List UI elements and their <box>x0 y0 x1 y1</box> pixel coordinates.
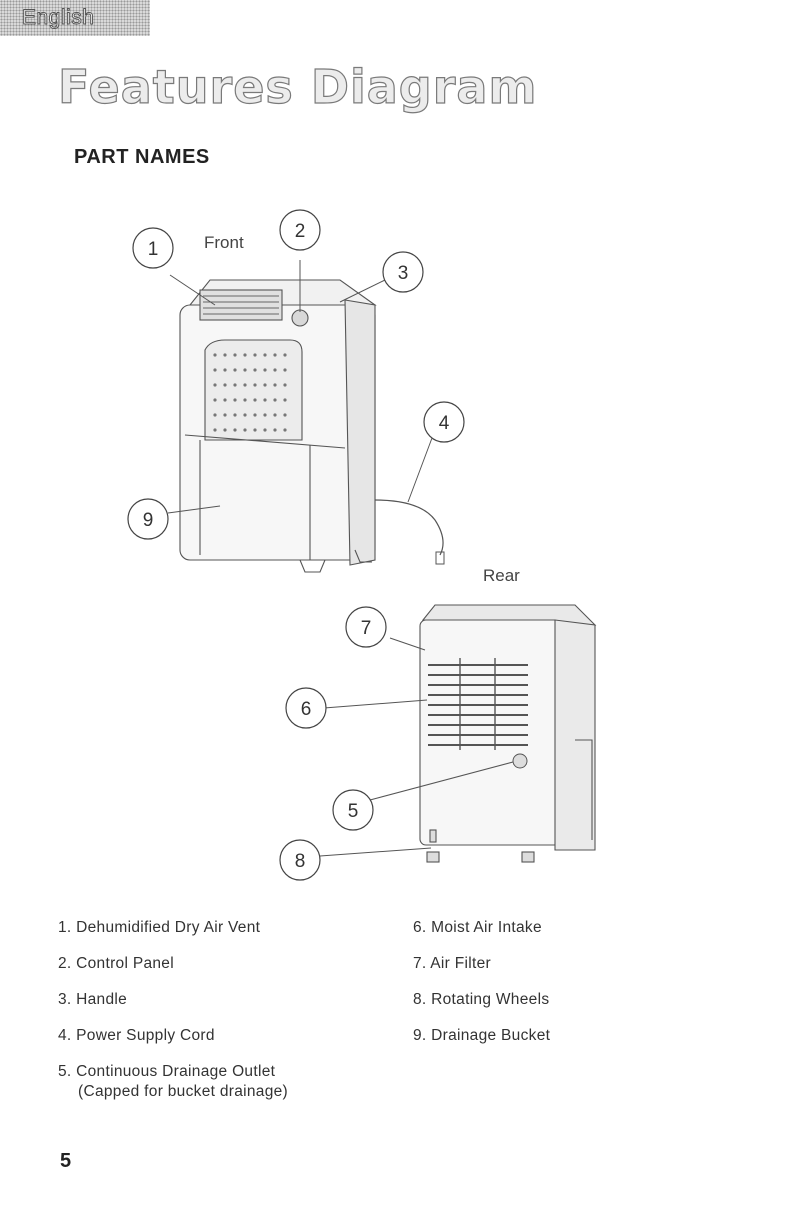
callout-3: 3 <box>398 263 409 284</box>
part-label: Continuous Drainage Outlet <box>76 1063 275 1080</box>
part-label: Dehumidified Dry Air Vent <box>76 919 260 936</box>
part-label: Power Supply Cord <box>76 1027 215 1044</box>
drain-outlet <box>513 754 527 768</box>
part-item-5: 5. Continuous Drainage Outlet(Capped for… <box>58 1062 288 1098</box>
callout-4: 4 <box>439 413 450 434</box>
part-item-2: 2. Control Panel <box>58 954 288 990</box>
callout-7: 7 <box>361 618 372 639</box>
language-tab-label: English <box>22 6 94 30</box>
callout-9: 9 <box>143 510 154 531</box>
callout-5: 5 <box>348 801 359 822</box>
callout-2: 2 <box>295 221 306 242</box>
parts-list-left: 1. Dehumidified Dry Air Vent 2. Control … <box>58 918 288 1098</box>
rear-view-label: Rear <box>483 566 520 585</box>
page-title: Features Diagram <box>58 60 537 114</box>
part-item-3: 3. Handle <box>58 990 288 1026</box>
language-tab: English <box>0 0 150 36</box>
part-item-6: 6. Moist Air Intake <box>413 918 550 954</box>
power-cord <box>375 500 443 555</box>
part-item-1: 1. Dehumidified Dry Air Vent <box>58 918 288 954</box>
callout-1: 1 <box>148 239 159 260</box>
part-note: (Capped for bucket drainage) <box>58 1082 288 1102</box>
parts-list-right: 6. Moist Air Intake 7. Air Filter 8. Rot… <box>413 918 550 1062</box>
part-label: Handle <box>76 991 127 1008</box>
part-item-9: 9. Drainage Bucket <box>413 1026 550 1062</box>
rear-unit-illustration <box>420 605 595 862</box>
page-number: 5 <box>60 1150 71 1173</box>
part-item-4: 4. Power Supply Cord <box>58 1026 288 1062</box>
features-diagram: 1 2 3 4 5 6 7 8 9 Front Rear <box>0 180 793 900</box>
part-label: Air Filter <box>430 955 491 972</box>
part-label: Moist Air Intake <box>431 919 542 936</box>
front-view-label: Front <box>204 233 244 252</box>
callout-8: 8 <box>295 851 306 872</box>
part-label: Drainage Bucket <box>431 1027 550 1044</box>
part-item-8: 8. Rotating Wheels <box>413 990 550 1026</box>
part-label: Control Panel <box>76 955 174 972</box>
part-label: Rotating Wheels <box>431 991 549 1008</box>
part-item-7: 7. Air Filter <box>413 954 550 990</box>
section-heading: PART NAMES <box>74 146 210 169</box>
callout-6: 6 <box>301 699 312 720</box>
front-unit-illustration <box>180 280 375 572</box>
